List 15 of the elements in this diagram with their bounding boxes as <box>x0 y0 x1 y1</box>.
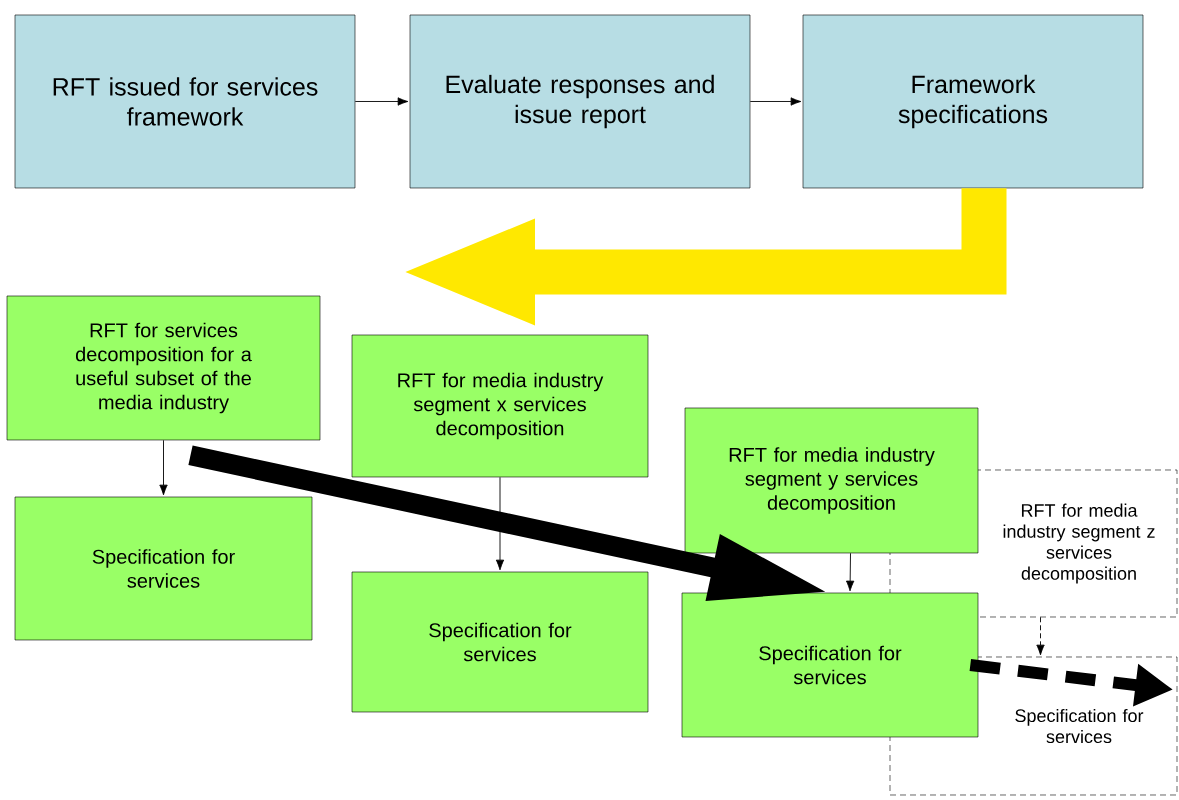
arrow <box>354 97 409 106</box>
arrow <box>845 552 855 592</box>
arrow <box>159 439 168 496</box>
process-box: RFT for media industry segment x services decomposition <box>351 334 649 478</box>
process-box: RFT for media industry segment y services decomposition <box>684 407 979 554</box>
process-box: RFT issued for services framework <box>14 14 356 189</box>
arrow <box>1036 616 1045 656</box>
arrow <box>749 97 802 106</box>
process-box: Framework specifications <box>802 14 1144 189</box>
process-box: Evaluate responses and issue report <box>409 14 751 189</box>
process-box: Specification for services <box>14 496 313 641</box>
process-box: Specification for services <box>351 571 649 713</box>
process-box: RFT for services decomposition for a useful subset of the media industry <box>6 295 321 441</box>
arrow <box>495 476 505 571</box>
process-box: Specification for services <box>681 592 979 738</box>
